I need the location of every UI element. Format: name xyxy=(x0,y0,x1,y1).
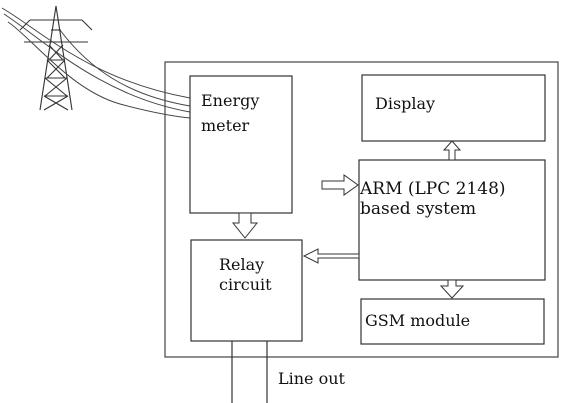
energy-meter-label-1: Energy xyxy=(201,91,259,110)
display-box xyxy=(361,74,546,142)
relay-circuit-label-2: circuit xyxy=(219,275,272,294)
line-out-wires xyxy=(231,341,268,403)
gsm-module-label: GSM module xyxy=(365,311,470,330)
arrow-arm-to-relay xyxy=(302,248,360,264)
power-lines xyxy=(1,7,191,119)
energy-meter-box xyxy=(189,75,293,214)
energy-meter-label-2: meter xyxy=(201,116,250,135)
arrow-arm-to-display xyxy=(442,140,462,161)
arrow-meter-to-arm xyxy=(321,174,359,196)
arm-system-box xyxy=(358,159,546,281)
arm-system-label-1: ARM (LPC 2148) xyxy=(359,179,506,199)
arm-system-label-2: based system xyxy=(360,199,476,219)
system-enclosure xyxy=(164,61,559,358)
arrow-arm-to-gsm xyxy=(439,279,465,299)
display-label: Display xyxy=(375,94,435,113)
arrow-meter-to-relay xyxy=(231,212,259,239)
relay-circuit-box xyxy=(190,239,303,342)
line-out-label: Line out xyxy=(278,369,346,388)
relay-circuit-label-1: Relay xyxy=(219,255,264,274)
transmission-tower-icon xyxy=(19,5,93,111)
gsm-module-box xyxy=(360,298,545,345)
